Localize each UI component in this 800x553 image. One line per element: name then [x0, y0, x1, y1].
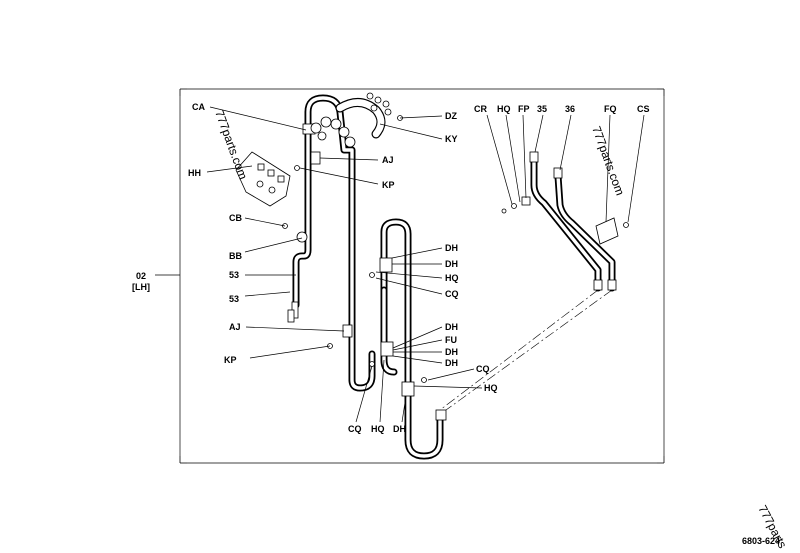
callout-hq-2: HQ	[484, 383, 498, 393]
callout-53-b: 53	[229, 294, 239, 304]
callout-53-a: 53	[229, 270, 239, 280]
callout-dh-bottom: DH	[393, 424, 406, 434]
hose-assembly	[292, 94, 444, 460]
callout-cq-bottom: CQ	[348, 424, 362, 434]
callout-dh-1: DH	[445, 243, 458, 253]
callout-fu: FU	[445, 335, 457, 345]
callout-ca: CA	[192, 102, 205, 112]
manifold-block	[235, 151, 291, 207]
callout-cr: CR	[474, 104, 487, 114]
callout-cq-2: CQ	[476, 364, 490, 374]
callout-labels: CA HH CB BB 53 53 AJ KP AJ KP DZ KY CR H…	[188, 102, 650, 434]
frame-marks	[179, 88, 665, 464]
diagram-frame	[155, 88, 665, 464]
clamps	[282, 92, 447, 421]
callout-36: 36	[565, 104, 575, 114]
callout-dh-5: DH	[445, 358, 458, 368]
watermark-right: 777parts.com	[589, 124, 627, 197]
callout-dh-2: DH	[445, 259, 458, 269]
routing-lines	[439, 289, 613, 411]
callout-hh: HH	[188, 168, 201, 178]
callout-kp-mid: KP	[224, 355, 237, 365]
callout-dh-3: DH	[445, 322, 458, 332]
group-side-label: [LH]	[132, 282, 150, 292]
callout-dh-4: DH	[445, 347, 458, 357]
callout-aj-mid: AJ	[229, 322, 241, 332]
callout-hq-bottom: HQ	[371, 424, 385, 434]
callout-cs: CS	[637, 104, 650, 114]
callout-fq: FQ	[604, 104, 617, 114]
diagram-number: 6803-624	[742, 536, 780, 546]
tube-assembly	[501, 151, 629, 292]
callout-dz: DZ	[445, 111, 457, 121]
callout-hq-1: HQ	[445, 273, 459, 283]
callout-hq-top: HQ	[497, 104, 511, 114]
callout-kp-top: KP	[382, 180, 395, 190]
callout-aj-top: AJ	[382, 155, 394, 165]
callout-cq-1: CQ	[445, 289, 459, 299]
callout-bb: BB	[229, 251, 242, 261]
leader-lines	[206, 106, 645, 423]
callout-ky: KY	[445, 134, 458, 144]
callout-35: 35	[537, 104, 547, 114]
callout-cb: CB	[229, 213, 242, 223]
group-label: 02	[136, 271, 146, 281]
callout-fp: FP	[518, 104, 530, 114]
